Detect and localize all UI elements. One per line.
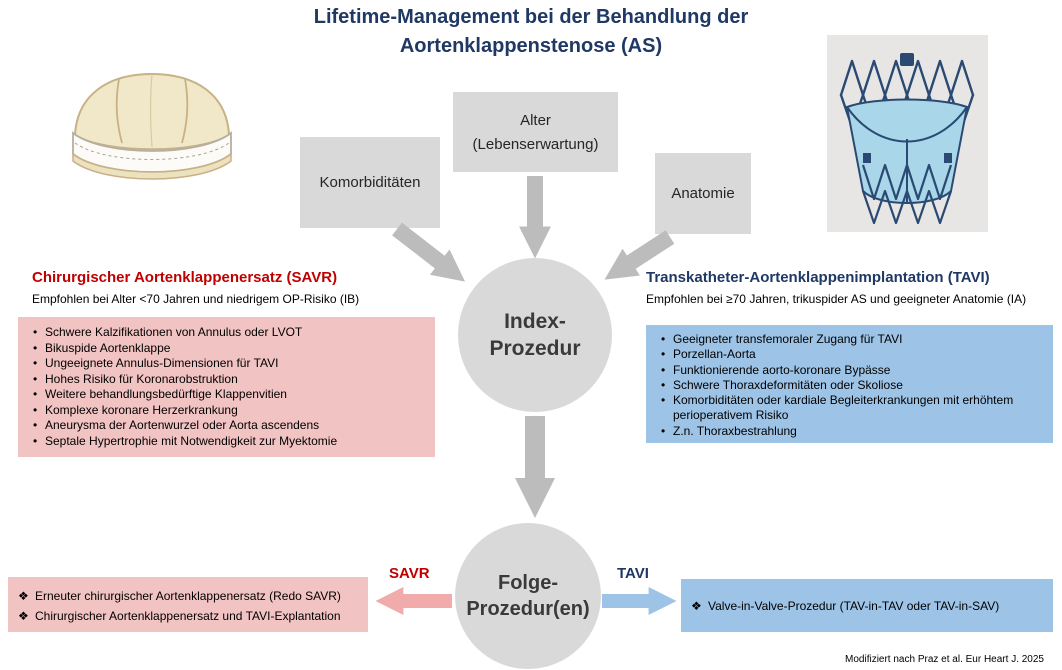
tavi-criteria-item: Funktionierende aorto-koronare Bypässe — [660, 363, 1045, 379]
bioprosthesis-drawing — [72, 72, 232, 180]
source-note: Modifiziert nach Praz et al. Eur Heart J… — [845, 654, 1044, 665]
followup-procedure-node: Folge- Prozedur(en) — [455, 523, 601, 669]
tavi-criteria-item: Z.n. Thoraxbestrahlung — [660, 424, 1045, 440]
stent-frame-bottom — [861, 163, 953, 225]
tavi-branch-label: TAVI — [617, 565, 649, 582]
savr-criteria-list: Schwere Kalzifikationen von Annulus oder… — [18, 317, 435, 457]
tavi-criteria-item: Komorbiditäten oder kardiale Begleiterkr… — [660, 393, 1045, 424]
tavi-criteria-list: Geeigneter transfemoraler Zugang für TAV… — [646, 325, 1053, 443]
page-title-line1: Lifetime-Management bei der Behandlung d… — [313, 6, 749, 28]
tavi-criteria-item: Geeigneter transfemoraler Zugang für TAV… — [660, 332, 1045, 348]
tavi-criteria-item: Schwere Thoraxdeformitäten oder Skoliose — [660, 378, 1045, 394]
tavi-followup-item: Valve-in-Valve-Prozedur (TAV-in-TAV oder… — [691, 596, 1047, 616]
savr-followup-list: Erneuter chirurgischer Aortenklappenersa… — [8, 577, 368, 632]
savr-subtitle: Empfohlen bei Alter <70 Jahren und niedr… — [32, 292, 360, 306]
page-title: Lifetime-Management bei der Behandlung d… — [0, 3, 1062, 61]
stent-top-tab — [900, 53, 914, 66]
index-procedure-label-line1: Index- — [504, 310, 566, 333]
savr-criteria-item: Ungeeignete Annulus-Dimensionen für TAVI — [32, 356, 427, 372]
savr-criteria-item: Komplexe koronare Herzerkrankung — [32, 403, 427, 419]
index-procedure-label-line2: Prozedur — [489, 337, 581, 360]
savr-criteria-item: Bikuspide Aortenklappe — [32, 341, 427, 357]
followup-procedure-label-line2: Prozedur(en) — [466, 598, 590, 620]
tavi-followup-list: Valve-in-Valve-Prozedur (TAV-in-TAV oder… — [681, 579, 1053, 632]
factor-alter-label-line1: Alter — [520, 111, 551, 129]
tavi-heading: Transkatheter-Aortenklappenimplantation … — [646, 269, 990, 286]
factor-komorbiditaeten-label: Komorbiditäten — [319, 174, 421, 191]
arrow-anatomie-to-index — [604, 230, 675, 280]
followup-procedure-label-line1: Folge- — [498, 572, 558, 594]
factor-anatomie: Anatomie — [655, 153, 751, 234]
savr-criteria-item: Hohes Risiko für Koronarobstruktion — [32, 372, 427, 388]
tavi-subtitle: Empfohlen bei ≥70 Jahren, trikuspider AS… — [646, 292, 1027, 306]
stent-marker-right — [944, 153, 952, 163]
savr-criteria-item: Weitere behandlungsbedürftige Klappenvit… — [32, 387, 427, 403]
tavi-criteria-item: Porzellan-Aorta — [660, 347, 1045, 363]
factor-alter: Alter (Lebenserwartung) — [453, 92, 618, 172]
stent-frame-top — [839, 59, 975, 129]
savr-followup-item: Chirurgischer Aortenklappenersatz und TA… — [18, 606, 362, 626]
savr-followup-item: Erneuter chirurgischer Aortenklappenersa… — [18, 586, 362, 606]
factor-komorbiditaeten: Komorbiditäten — [300, 137, 440, 228]
stent-marker-left — [863, 153, 871, 163]
page-title-line2: Aortenklappenstenose (AS) — [399, 35, 663, 57]
factor-anatomie-label: Anatomie — [671, 185, 735, 202]
savr-criteria-item: Aneurysma der Aortenwurzel oder Aorta as… — [32, 418, 427, 434]
index-procedure-node: Index- Prozedur — [458, 258, 612, 412]
factor-alter-label-line2: (Lebenserwartung) — [472, 135, 599, 153]
savr-heading: Chirurgischer Aortenklappenersatz (SAVR) — [32, 269, 338, 286]
surgical-valve-illustration — [72, 72, 232, 180]
tavi-valve-illustration — [827, 35, 988, 232]
arrow-komorbiditaeten-to-index — [392, 222, 466, 282]
savr-criteria-item: Septale Hypertrophie mit Notwendigkeit z… — [32, 434, 427, 450]
savr-branch-label: SAVR — [389, 565, 430, 582]
savr-criteria-item: Schwere Kalzifikationen von Annulus oder… — [32, 325, 427, 341]
